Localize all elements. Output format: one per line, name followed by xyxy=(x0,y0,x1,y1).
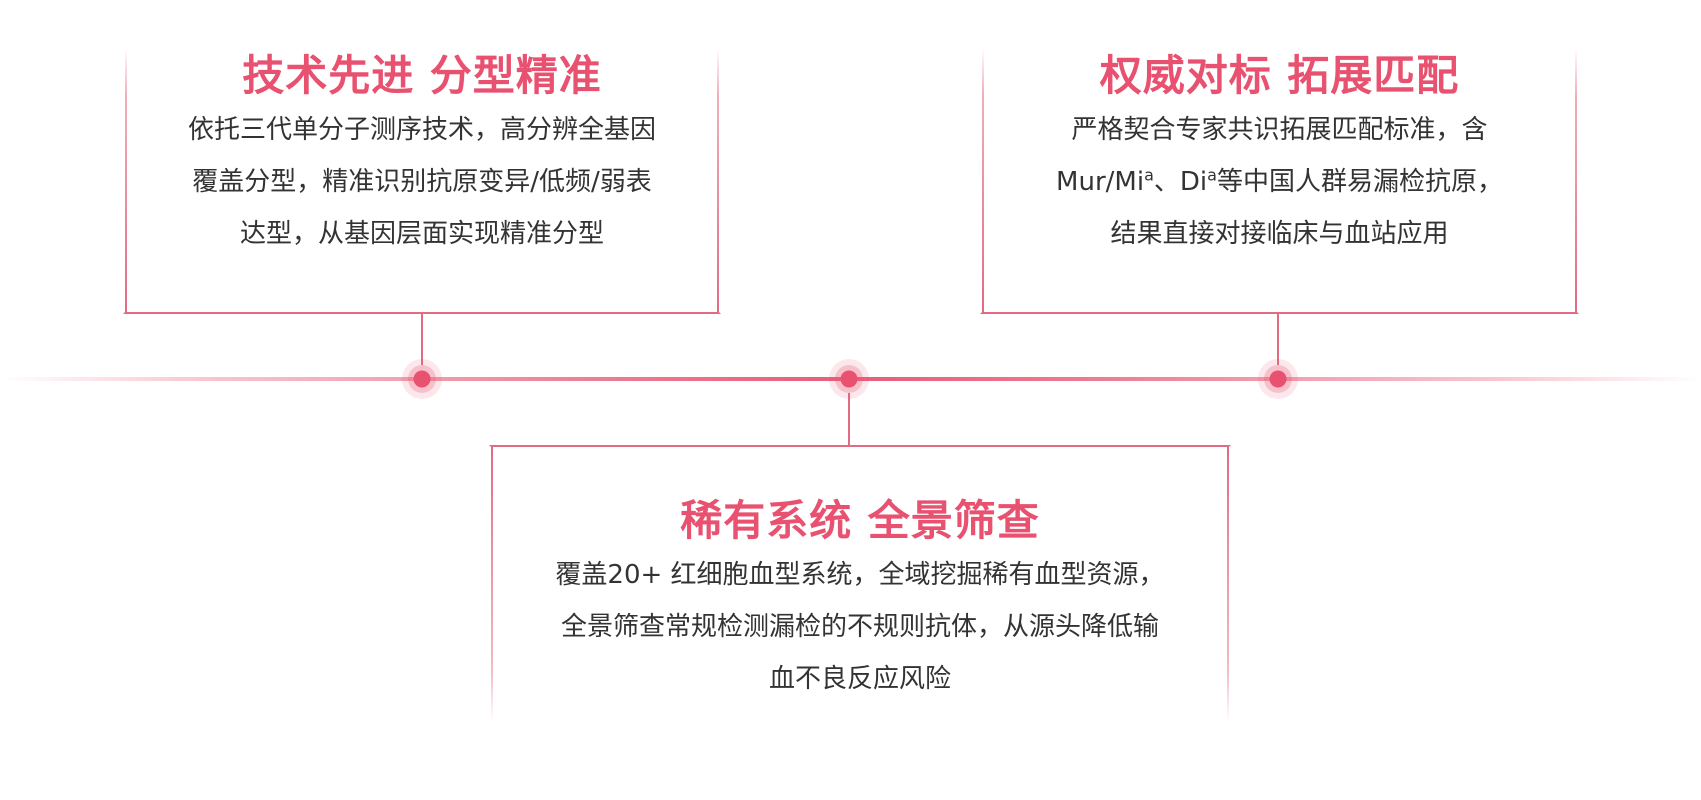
feature-card-rare: 稀有系统 全景筛查 覆盖20+ 红细胞血型系统，全域挖掘稀有血型资源， 全景筛查… xyxy=(489,445,1231,722)
feature-title-tech: 技术先进 分型精准 xyxy=(242,51,602,100)
superscript-a-2: a xyxy=(1207,165,1217,185)
timeline-dot-center xyxy=(829,359,869,399)
connector-bottom-center xyxy=(848,393,850,447)
connector-top-left xyxy=(421,313,423,365)
feature-desc-rare-line-3: 血不良反应风险 xyxy=(768,664,951,694)
feature-card-authority: 权威对标 拓展匹配 严格契合专家共识拓展匹配标准，含 Mur/Mia、Dia等中… xyxy=(980,48,1579,314)
feature-card-tech: 技术先进 分型精准 依托三代单分子测序技术，高分辨全基因 覆盖分型，精准识别抗原… xyxy=(123,48,721,314)
timeline-dot-left xyxy=(402,359,442,399)
feature-title-rare: 稀有系统 全景筛查 xyxy=(680,496,1040,545)
feature-desc-tech-line-2: 覆盖分型，精准识别抗原变异/低频/弱表 xyxy=(192,167,652,197)
feature-desc-rare-line-2: 全景筛查常规检测漏检的不规则抗体，从源头降低输 xyxy=(560,612,1159,642)
feature-desc-tech-line-3: 达型，从基因层面实现精准分型 xyxy=(239,219,604,249)
superscript-a-1: a xyxy=(1144,165,1154,185)
feature-desc-authority-line-2: Mur/Mia、Dia等中国人群易漏检抗原， xyxy=(982,156,1577,208)
feature-title-authority: 权威对标 拓展匹配 xyxy=(1099,51,1460,100)
antigen-di: 、Di xyxy=(1153,167,1208,197)
antigen-desc-tail: 等中国人群易漏检抗原， xyxy=(1216,167,1503,197)
feature-desc-tech-line-1: 依托三代单分子测序技术，高分辨全基因 xyxy=(187,115,656,145)
antigen-mur-mi: Mur/Mi xyxy=(1056,167,1145,197)
feature-desc-authority-line-3: 结果直接对接临床与血站应用 xyxy=(1110,219,1449,249)
connector-top-right xyxy=(1277,313,1279,365)
feature-desc-rare-line-1: 覆盖20+ 红细胞血型系统，全域挖掘稀有血型资源， xyxy=(555,560,1165,590)
feature-desc-authority-line-1: 严格契合专家共识拓展匹配标准，含 xyxy=(1071,115,1488,145)
timeline-dot-right xyxy=(1258,359,1298,399)
